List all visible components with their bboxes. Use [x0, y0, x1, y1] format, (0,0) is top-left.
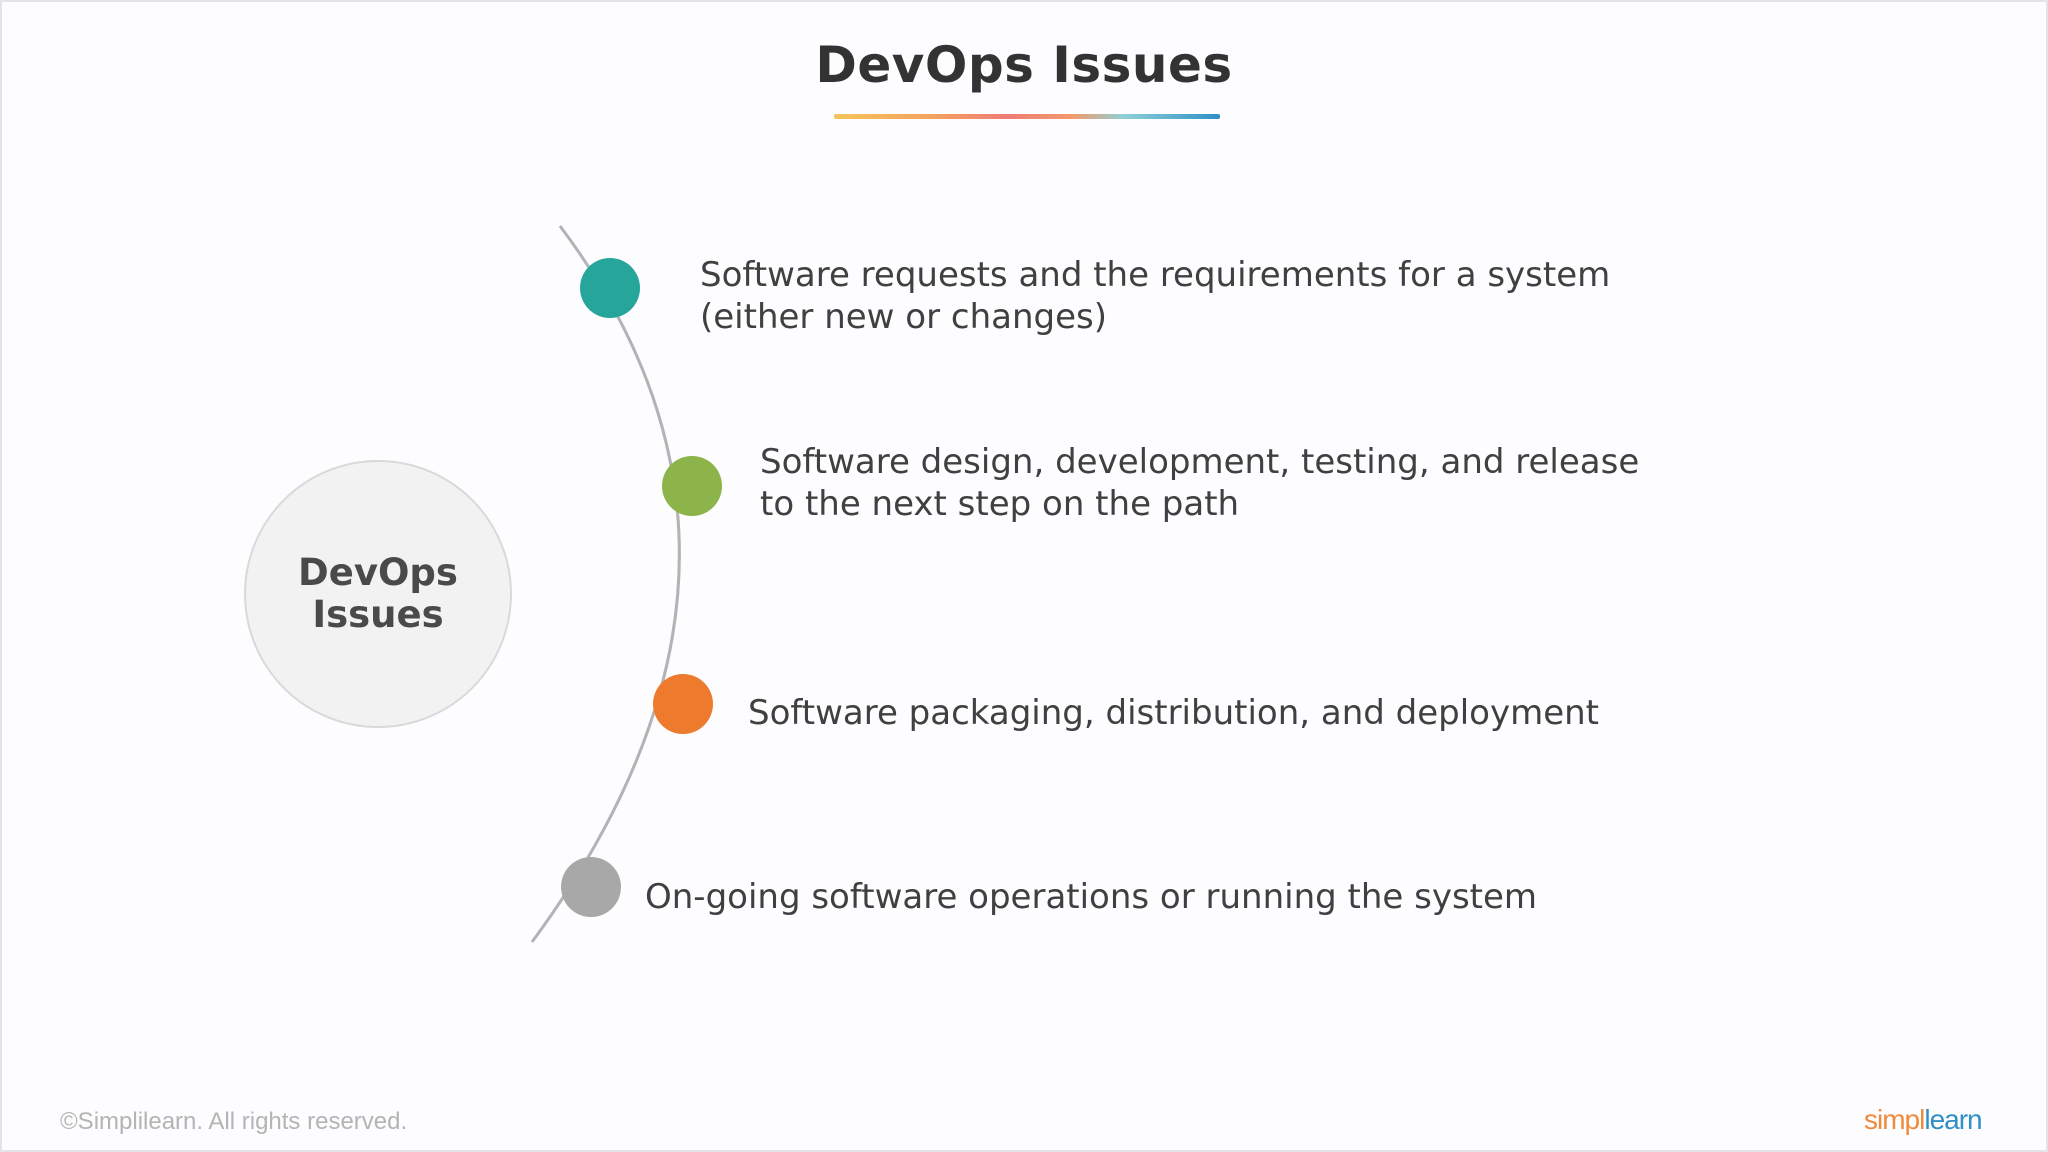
item-text-2: Software design, development, testing, a… [760, 441, 1639, 525]
logo-part-1: simpl [1864, 1104, 1925, 1135]
item-text-3: Software packaging, distribution, and de… [748, 692, 1599, 734]
timeline-arc [530, 225, 681, 943]
item-4-line-1: On-going software operations or running … [645, 877, 1538, 917]
slide-title: DevOps Issues [815, 36, 1233, 94]
hub-label: DevOps Issues [298, 551, 458, 636]
item-3-line-1: Software packaging, distribution, and de… [748, 693, 1600, 733]
item-dot-3 [653, 674, 713, 734]
item-1-line-2: (either new or changes) [700, 297, 1107, 337]
item-text-4: On-going software operations or running … [645, 876, 1537, 918]
item-1-line-1: Software requests and the requirements f… [700, 255, 1611, 295]
item-text-1: Software requests and the requirements f… [700, 254, 1610, 338]
item-2-line-2: to the next step on the path [760, 484, 1240, 524]
item-dot-2 [662, 456, 722, 516]
title-underline [834, 114, 1220, 119]
copyright-text: ©Simplilearn. All rights reserved. [60, 1108, 408, 1135]
hub-circle: DevOps Issues [244, 460, 512, 728]
item-2-line-1: Software design, development, testing, a… [760, 442, 1640, 482]
item-dot-4 [561, 857, 621, 917]
simplilearn-logo: simpllearn [1864, 1104, 1983, 1136]
logo-part-2: learn [1924, 1104, 1982, 1135]
item-dot-1 [580, 258, 640, 318]
